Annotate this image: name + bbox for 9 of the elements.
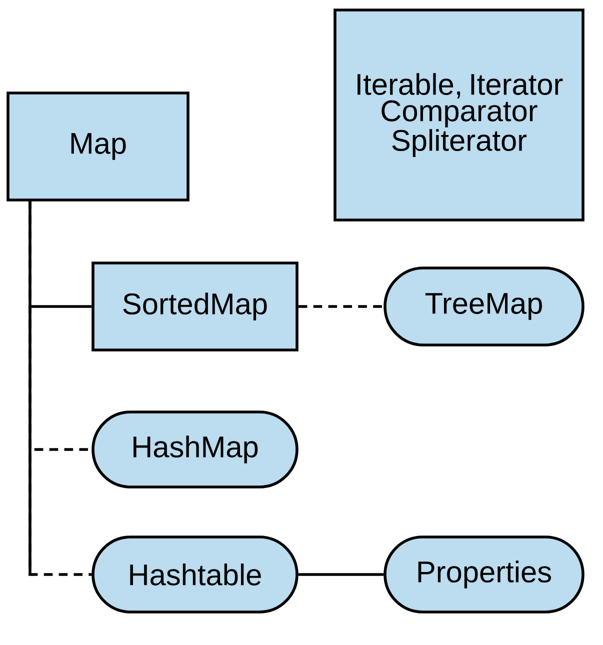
box: Map [6, 92, 190, 202]
connector-line [298, 305, 384, 308]
box: Iterable, Iterator Comparator Spliterator [334, 8, 584, 222]
rounded-box: HashMap [92, 410, 298, 488]
box: SortedMap [92, 262, 298, 352]
rounded-box: Properties [384, 536, 584, 614]
rounded-box: Hashtable [92, 536, 298, 614]
connector-line [298, 573, 384, 576]
rounded-box: TreeMap [384, 266, 584, 346]
